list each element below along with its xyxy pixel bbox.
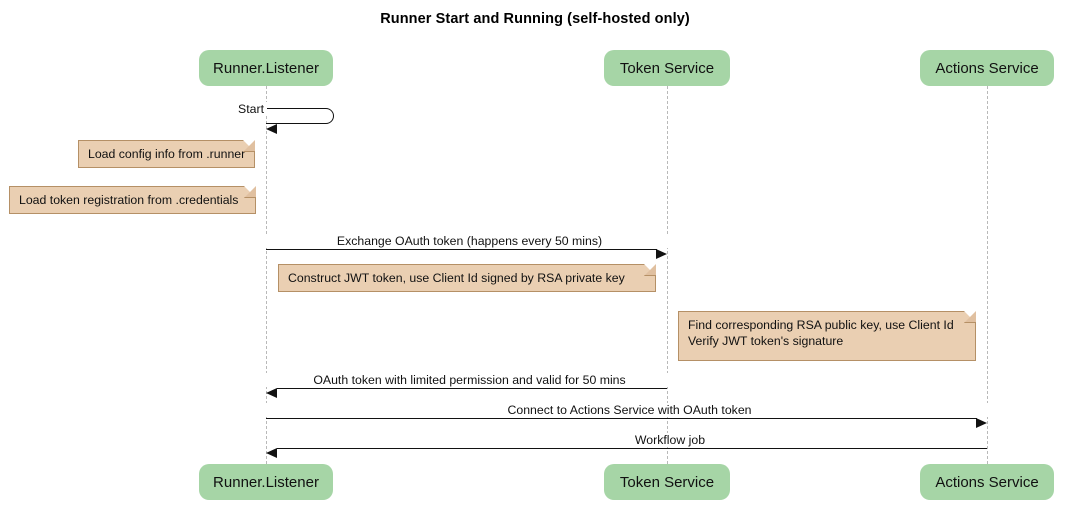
note-line: Find corresponding RSA public key, use C… <box>688 318 954 332</box>
message-exchange-oauth-line <box>266 249 657 250</box>
lifeline-runner <box>266 86 267 464</box>
note-construct-jwt: Construct JWT token, use Client Id signe… <box>278 264 656 292</box>
participant-label: Runner.Listener <box>213 473 319 491</box>
message-connect-actions-label: Connect to Actions Service with OAuth to… <box>266 403 993 417</box>
participant-label: Token Service <box>619 59 715 77</box>
message-connect-actions-arrowhead <box>976 418 987 428</box>
participant-label: Runner.Listener <box>213 59 319 77</box>
message-connect-actions-line <box>266 418 977 419</box>
participant-label: Actions Service <box>935 59 1039 77</box>
note-line: Verify JWT token's signature <box>688 334 844 348</box>
participant-token-bottom[interactable]: Token Service <box>604 464 730 500</box>
message-oauth-return-arrowhead <box>266 388 277 398</box>
note-line: Construct JWT token, use Client Id signe… <box>288 271 625 285</box>
note-load-config: Load config info from .runner <box>78 140 255 168</box>
participant-label: Token Service <box>619 473 715 491</box>
message-oauth-return-label: OAuth token with limited permission and … <box>266 373 673 387</box>
note-verify-jwt: Find corresponding RSA public key, use C… <box>678 311 976 361</box>
lifeline-actions <box>987 86 988 464</box>
message-exchange-oauth-arrowhead <box>656 249 667 259</box>
participant-actions-top[interactable]: Actions Service <box>920 50 1054 86</box>
note-load-token-registration: Load token registration from .credential… <box>9 186 256 214</box>
message-exchange-oauth-label: Exchange OAuth token (happens every 50 m… <box>266 234 673 248</box>
participant-runner-top[interactable]: Runner.Listener <box>199 50 333 86</box>
participant-runner-bottom[interactable]: Runner.Listener <box>199 464 333 500</box>
lifeline-token <box>667 86 668 464</box>
participant-actions-bottom[interactable]: Actions Service <box>920 464 1054 500</box>
message-workflow-job-arrowhead <box>266 448 277 458</box>
message-start-arrowhead <box>266 124 277 134</box>
participant-label: Actions Service <box>935 473 1039 491</box>
participant-token-top[interactable]: Token Service <box>604 50 730 86</box>
message-workflow-job-label: Workflow job <box>567 433 773 447</box>
note-line: Load token registration from .credential… <box>19 193 239 207</box>
page-title: Runner Start and Running (self-hosted on… <box>380 11 690 27</box>
message-start-label: Start <box>166 102 267 116</box>
message-oauth-return-line <box>277 388 667 389</box>
message-workflow-job-line <box>277 448 987 449</box>
note-line: Load config info from .runner <box>88 147 246 161</box>
message-start-loop <box>266 108 334 124</box>
